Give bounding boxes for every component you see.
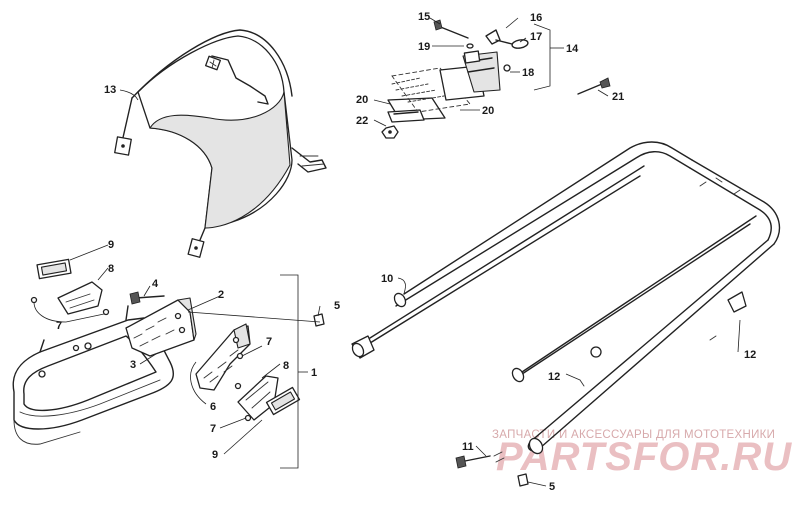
- watermark-caption: ЗАПЧАСТИ И АКСЕССУАРЫ ДЛЯ МОТОТЕХНИКИ: [492, 429, 775, 441]
- right-mount-plate-part: [195, 323, 251, 391]
- callout-9-upper: 9: [108, 239, 114, 251]
- callout-labels: 1 2 3 4 5 5 6 7 7 7 8 8 9 9 10 11 12 12 …: [56, 11, 756, 493]
- callout-7-right: 7: [266, 336, 272, 348]
- callout-4: 4: [152, 278, 159, 290]
- callout-8-upper: 8: [108, 263, 114, 275]
- watermark-logo: PARTSFOR.RU: [496, 435, 792, 479]
- tube-frame-part: [351, 141, 781, 455]
- callout-18: 18: [522, 67, 534, 79]
- hardware-fasteners: [30, 291, 529, 487]
- callout-16: 16: [530, 12, 542, 24]
- callout-7-left: 7: [56, 320, 62, 332]
- callout-19: 19: [418, 41, 430, 53]
- callout-13: 13: [104, 84, 116, 96]
- cowl-shield-part: [114, 29, 327, 258]
- reflector-lower-part: [237, 375, 301, 421]
- leader-lines: [33, 17, 741, 487]
- callout-11: 11: [462, 441, 474, 453]
- callout-20-left: 20: [356, 94, 368, 106]
- left-mount-plate-part: [125, 297, 197, 357]
- callout-5-upper: 5: [334, 300, 340, 312]
- reflector-upper-part: [36, 258, 103, 315]
- callout-12-right: 12: [744, 349, 756, 361]
- callout-1: 1: [311, 367, 317, 379]
- callout-6: 6: [210, 401, 216, 413]
- callout-21: 21: [612, 91, 624, 103]
- watermark: ЗАПЧАСТИ И АКСЕССУАРЫ ДЛЯ МОТОТЕХНИКИ PA…: [492, 429, 792, 479]
- callout-22: 22: [356, 115, 368, 127]
- callout-5-lower: 5: [549, 481, 555, 493]
- callout-7-lower: 7: [210, 423, 216, 435]
- callout-2: 2: [218, 289, 224, 301]
- hinge-bracket-assembly: [381, 19, 611, 139]
- callout-10: 10: [381, 273, 393, 285]
- callout-17: 17: [530, 31, 542, 43]
- callout-9-lower: 9: [212, 449, 218, 461]
- front-bumper-part: [12, 305, 175, 445]
- callout-14: 14: [566, 43, 579, 55]
- callout-12-mid: 12: [548, 371, 560, 383]
- callout-15: 15: [418, 11, 430, 23]
- callout-20-right: 20: [482, 105, 494, 117]
- callout-8-lower: 8: [283, 360, 289, 372]
- callout-3: 3: [130, 359, 136, 371]
